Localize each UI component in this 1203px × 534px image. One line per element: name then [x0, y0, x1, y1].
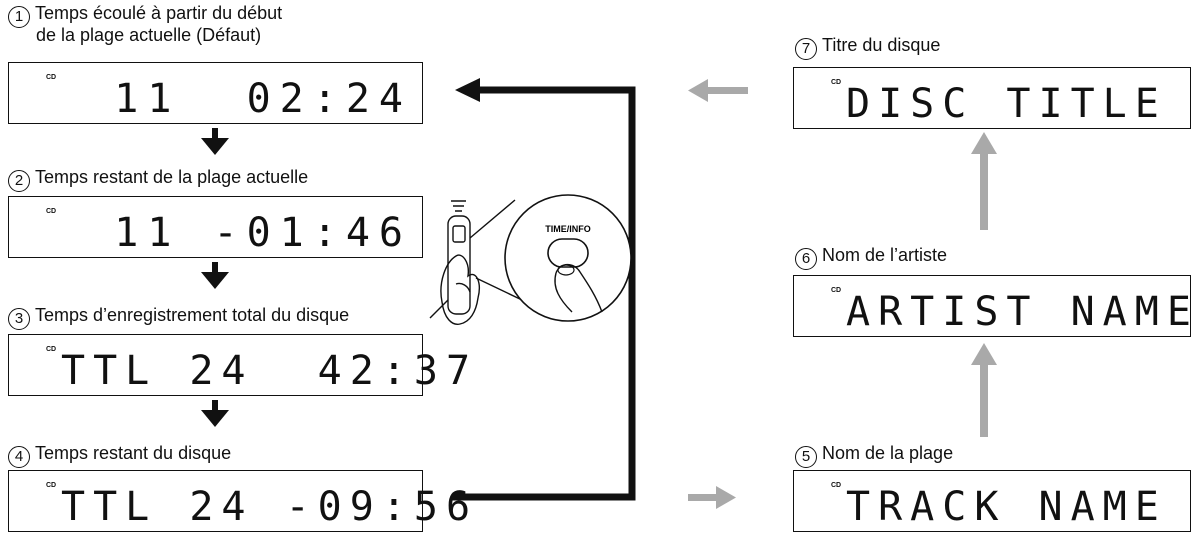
left-arrow-gray-icon [688, 79, 748, 102]
cd-indicator: CD [831, 482, 842, 489]
lcd-text-3: TTL 24 42:37 [61, 348, 479, 394]
cd-indicator: CD [46, 74, 57, 81]
lcd-text-1: 11 02:24 [114, 76, 412, 122]
cd-indicator: CD [46, 208, 57, 215]
lcd-display-7: CD DISC TITLE [793, 67, 1191, 129]
right-arrow-gray-icon [688, 486, 736, 509]
caption-7-line1: Titre du disque [822, 35, 941, 55]
lcd-text-4: TTL 24 -09:56 [61, 484, 479, 530]
lcd-display-4: CD TTL 24 -09:56 [8, 470, 470, 532]
caption-6-line1: Nom de l’artiste [822, 245, 948, 265]
caption-4-line1: Temps restant du disque [35, 443, 232, 463]
step-number-6: 6 [795, 248, 817, 270]
lcd-text-6: ARTIST NAME [846, 289, 1199, 335]
cd-indicator: CD [831, 79, 842, 86]
lcd-text-7: DISC TITLE [846, 81, 1167, 127]
up-arrow-gray-icon [971, 132, 997, 230]
lcd-display-2: CD 11 -01:46 [8, 196, 423, 258]
step-number-3: 3 [8, 308, 30, 330]
lcd-display-5: CD TRACK NAME [793, 470, 1191, 532]
step-number-5: 5 [795, 446, 817, 468]
step-number-1: 1 [8, 6, 30, 28]
down-arrow-icon [201, 262, 229, 289]
step-number-7: 7 [795, 38, 817, 60]
lcd-text-5: TRACK NAME [846, 484, 1167, 530]
lcd-display-1: CD 11 02:24 [8, 62, 423, 124]
cd-indicator: CD [46, 482, 57, 489]
caption-1-line2: de la plage actuelle (Défaut) [36, 25, 262, 45]
cd-indicator: CD [46, 346, 57, 353]
caption-2-line1: Temps restant de la plage actuelle [35, 167, 309, 187]
time-info-button-magnifier [504, 194, 632, 322]
lcd-display-3: CD TTL 24 42:37 [8, 334, 470, 396]
caption-3-line1: Temps d’enregistrement total du disque [35, 305, 350, 325]
time-info-button-label: TIME/INFO [545, 224, 591, 234]
step-number-2: 2 [8, 170, 30, 192]
remote-control-icon [429, 199, 523, 325]
caption-1-line1: Temps écoulé à partir du début [35, 3, 283, 23]
up-arrow-gray-icon [971, 343, 997, 437]
lcd-display-6: CD ARTIST NAME [793, 275, 1191, 337]
down-arrow-icon [201, 128, 229, 155]
lcd-text-2: 11 -01:46 [114, 210, 412, 256]
down-arrow-icon [201, 400, 229, 427]
loop-back-arrow-icon [452, 78, 636, 501]
cd-indicator: CD [831, 287, 842, 294]
caption-5-line1: Nom de la plage [822, 443, 954, 463]
step-number-4: 4 [8, 446, 30, 468]
